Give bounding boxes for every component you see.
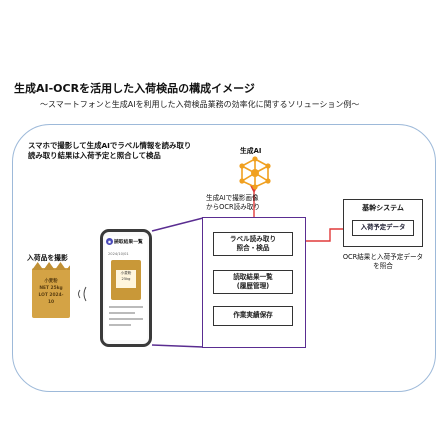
compare-arrow (285, 224, 352, 246)
label-read-line-2: 照合・検品 (236, 244, 270, 252)
phone-bag-text-1: 小麦粉 (120, 271, 132, 275)
result-line (109, 324, 131, 326)
goods-bag-text: 小麦粉 NET 25kg LOT 2024-10 (36, 278, 66, 305)
phone-bag-photo: 小麦粉 25kg (111, 260, 141, 300)
overview-line-1: スマホで撮影して生成AIでラベル情報を読み取り (28, 141, 192, 150)
page-subtitle: 〜スマートフォンと生成AIを利用した入荷検品業務の効率化に関するソリューション例… (40, 100, 360, 109)
label-read-box: ラベル読み取り 照合・検品 (213, 232, 293, 256)
compare-note-line-2: を照合 (373, 262, 393, 270)
process-panel: ラベル読み取り 照合・検品 読取結果一覧 (履歴管理) 作業実績保存 (202, 217, 306, 348)
result-line (109, 306, 143, 308)
ai-network-icon (239, 156, 271, 190)
ocr-note-line-1: 生成AIで撮影画像 (206, 194, 259, 202)
phone-bag-label: 小麦粉 25kg (116, 270, 136, 288)
bag-text-3: LOT 2024-10 (38, 293, 64, 305)
zoom-line-bottom (151, 344, 204, 348)
overview-line-2: 読み取り結果は入荷予定と照合して検品 (28, 151, 161, 160)
result-list-line-2: (履歴管理) (236, 282, 270, 290)
work-record-box: 作業実績保存 (213, 306, 293, 326)
compare-note: OCR結果と入荷予定データ を照合 (340, 253, 426, 271)
core-system-title: 基幹システム (362, 204, 404, 212)
result-list-line-1: 読取結果一覧 (233, 273, 273, 281)
bag-text-1: 小麦粉 (44, 279, 58, 284)
goods-bag-image: 小麦粉 NET 25kg LOT 2024-10 (32, 262, 70, 318)
label-read-line-1: ラベル読み取り (229, 235, 277, 243)
ocr-note-line-2: からOCR読み取り (206, 203, 260, 211)
compare-note-line-1: OCR結果と入荷予定データ (342, 253, 424, 261)
app-header-title: 読取結果一覧 (114, 240, 143, 245)
result-line (109, 318, 143, 320)
zoom-line-top (151, 217, 204, 232)
arrival-plan-data-box: 入荷予定データ (352, 220, 414, 236)
goods-label: 入荷品を撮影 (27, 254, 68, 262)
core-system-panel: 基幹システム 入荷予定データ (343, 199, 423, 247)
bag-text-2: NET 25kg (39, 286, 63, 291)
result-line (109, 312, 135, 314)
app-header: ◉読取結果一覧 (106, 238, 146, 248)
phone-bag-text-2: 25kg (121, 277, 131, 281)
capture-wave-icon (78, 286, 87, 302)
ocr-note: 生成AIで撮影画像 からOCR読み取り (206, 194, 260, 212)
overview-description: スマホで撮影して生成AIでラベル情報を読み取り 読み取り結果は入荷予定と照合して… (28, 141, 191, 161)
phone-screen: ◉読取結果一覧 2024/10/01 小麦粉 25kg (105, 236, 147, 340)
app-date: 2024/10/01 (108, 252, 129, 256)
camera-icon[interactable]: ◉ (106, 238, 113, 245)
smartphone: ◉読取結果一覧 2024/10/01 小麦粉 25kg (100, 229, 152, 347)
ai-label: 生成AI (240, 147, 262, 155)
page-title: 生成AI-OCRを活用した入荷検品の構成イメージ (14, 82, 255, 95)
result-list-box: 読取結果一覧 (履歴管理) (213, 270, 293, 294)
